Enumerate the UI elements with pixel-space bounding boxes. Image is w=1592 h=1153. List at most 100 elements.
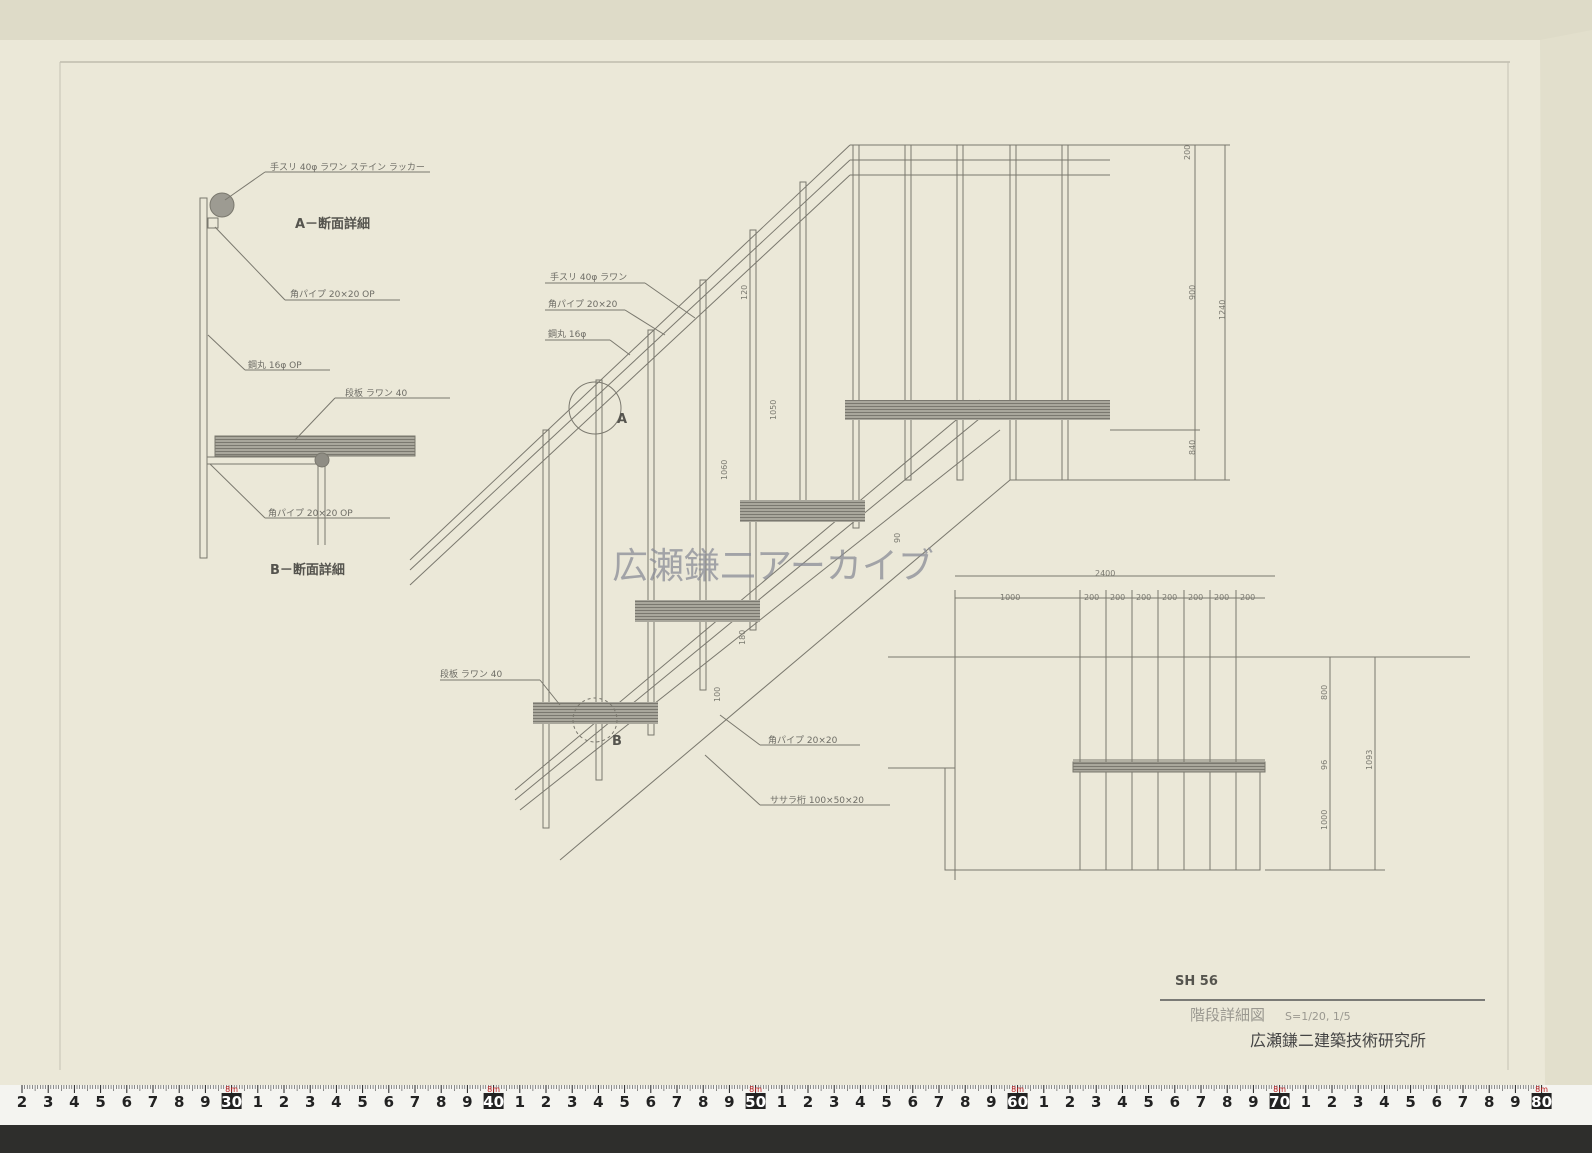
pipe-label-a: 角パイプ 20×20 OP	[290, 288, 375, 300]
ruler-label: 9	[986, 1093, 996, 1111]
ruler-label: 2	[279, 1093, 289, 1111]
section-marker-a: A	[617, 412, 627, 427]
ruler-label: 3	[305, 1093, 315, 1111]
detail-a-title: A－断面詳細	[295, 216, 370, 232]
ruler-decade-label: 80	[1531, 1093, 1552, 1111]
ruler-label: 6	[384, 1093, 394, 1111]
ruler-label: 8	[1222, 1093, 1232, 1111]
elevation-dimension: 120	[740, 285, 749, 300]
office-name: 広瀬鎌二建築技術研究所	[1250, 1031, 1426, 1050]
ruler-label: 1	[253, 1093, 263, 1111]
baluster-post	[542, 429, 550, 829]
ruler-label: 8	[436, 1093, 446, 1111]
baluster-post	[956, 144, 964, 481]
ruler-label: 8	[698, 1093, 708, 1111]
ruler-label: 2	[1065, 1093, 1075, 1111]
bar-label: 鋼丸 16φ	[548, 328, 586, 340]
ruler-decade-label: 30	[221, 1093, 242, 1111]
ruler-label: 6	[122, 1093, 132, 1111]
ruler-label: 9	[1510, 1093, 1520, 1111]
ruler-label: 9	[200, 1093, 210, 1111]
baluster-post	[852, 144, 860, 529]
baluster-post	[1009, 144, 1017, 481]
section-marker-b: B	[612, 734, 622, 749]
ruler-label: 6	[908, 1093, 918, 1111]
ruler-label: 4	[331, 1093, 341, 1111]
ruler-label: 8	[1484, 1093, 1494, 1111]
ruler-label: 3	[829, 1093, 839, 1111]
ruler-label: 7	[410, 1093, 420, 1111]
ruler-label: 5	[357, 1093, 367, 1111]
stair-elevation	[409, 144, 1230, 861]
ruler-label: 3	[1353, 1093, 1363, 1111]
detail-a-b-section	[199, 171, 450, 559]
baluster-post	[595, 379, 603, 781]
elevation-dimension: 100	[713, 687, 722, 702]
ruler-label: 1	[1039, 1093, 1049, 1111]
ruler-label: 9	[462, 1093, 472, 1111]
ruler-label: 5	[881, 1093, 891, 1111]
ruler-label: 4	[1117, 1093, 1127, 1111]
tread-label-b: 段板 ラワン 40	[345, 387, 407, 399]
elevation-dimension: 90	[893, 533, 902, 543]
ruler-label: 7	[934, 1093, 944, 1111]
pipe-label-b: 角パイプ 20×20 OP	[268, 507, 353, 519]
ruler-label: 3	[567, 1093, 577, 1111]
plan-bay-dim: 200	[1214, 593, 1229, 602]
plan-vertical-dim: 1000	[1320, 810, 1329, 830]
stair-plan	[888, 575, 1470, 880]
ruler-label: 9	[724, 1093, 734, 1111]
ruler-decade-label: 60	[1007, 1093, 1028, 1111]
ruler-label: 1	[1301, 1093, 1311, 1111]
pipe-lower-label: 角パイプ 20×20	[768, 734, 838, 746]
elevation-dimension: 200	[1183, 145, 1192, 160]
plan-bay-dim: 200	[1084, 593, 1099, 602]
detail-b-title: B－断面詳細	[270, 562, 345, 578]
plan-bay-dim: 200	[1188, 593, 1203, 602]
ruler-label: 1	[515, 1093, 525, 1111]
baluster-post	[647, 329, 655, 736]
ruler-unit-label: 8m	[487, 1085, 500, 1094]
plan-total-dim: 2400	[1095, 569, 1115, 578]
ruler-label: 5	[95, 1093, 105, 1111]
ruler-label: 3	[1091, 1093, 1101, 1111]
ruler-label: 6	[1170, 1093, 1180, 1111]
ruler-unit-label: 8m	[1273, 1085, 1286, 1094]
handrail-label: 手スリ 40φ ラワン	[550, 271, 627, 283]
ruler-decade-label: 40	[483, 1093, 504, 1111]
ruler-label: 9	[1248, 1093, 1258, 1111]
baluster-post	[1061, 144, 1069, 481]
drawing-number: SH 56	[1175, 974, 1218, 989]
stringer-label: ササラ桁 100×50×20	[770, 794, 864, 806]
ruler-label: 7	[1458, 1093, 1468, 1111]
handrail-label-a: 手スリ 40φ ラワン ステイン ラッカー	[270, 161, 425, 173]
plan-vertical-dim: 96	[1320, 760, 1329, 770]
ruler-label: 6	[1432, 1093, 1442, 1111]
ruler-label: 4	[69, 1093, 79, 1111]
ruler-label: 1	[777, 1093, 787, 1111]
ruler-label: 7	[1196, 1093, 1206, 1111]
ruler-decade-label: 50	[745, 1093, 766, 1111]
ruler-unit-label: 8m	[749, 1085, 762, 1094]
plan-bay-dim: 200	[1110, 593, 1125, 602]
elevation-dimension: 1240	[1218, 300, 1227, 320]
bar-label-a: 鋼丸 16φ OP	[248, 359, 302, 371]
elevation-dimension: 840	[1188, 440, 1197, 455]
plan-vertical-dim: 1093	[1365, 750, 1374, 770]
paper	[0, 0, 1592, 1090]
watermark: 広瀬鎌二アーカイブ	[612, 546, 934, 587]
tread-label: 段板 ラワン 40	[440, 668, 502, 680]
ruler-label: 2	[803, 1093, 813, 1111]
ruler-label: 4	[855, 1093, 865, 1111]
ruler-unit-label: 8m	[1011, 1085, 1024, 1094]
plan-bay-dim: 200	[1136, 593, 1151, 602]
plan-vertical-dim: 800	[1320, 685, 1329, 700]
ruler-label: 8	[960, 1093, 970, 1111]
ruler-label: 6	[646, 1093, 656, 1111]
elevation-dimension: 180	[738, 630, 747, 645]
drawing-scale: S=1/20, 1/5	[1285, 1010, 1351, 1023]
ruler-label: 4	[593, 1093, 603, 1111]
ruler-label: 5	[1143, 1093, 1153, 1111]
